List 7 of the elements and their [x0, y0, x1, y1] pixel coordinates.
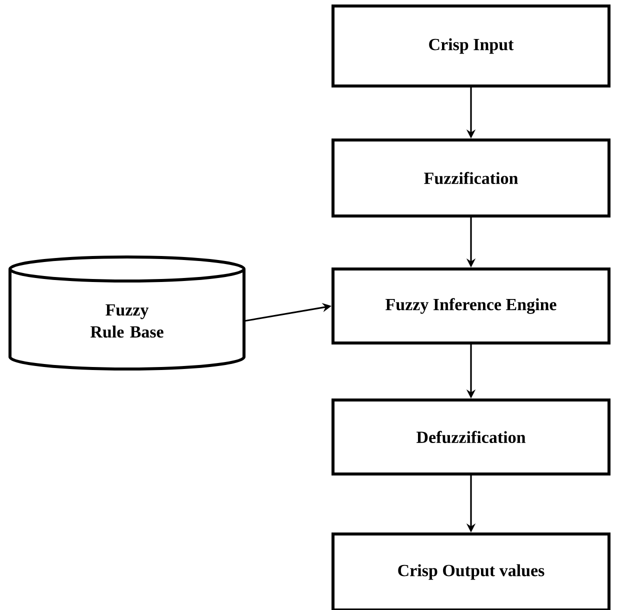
process-box: Fuzzification: [332, 138, 610, 218]
process-box: Defuzzification: [332, 398, 610, 476]
node-label: Fuzzy Rule Base: [90, 304, 164, 338]
process-box: Crisp Output values: [332, 532, 610, 610]
process-box: Crisp Input: [332, 4, 610, 88]
database-cylinder: Fuzzy Rule Base: [8, 256, 246, 370]
process-box: Fuzzy Inference Engine: [332, 268, 610, 344]
